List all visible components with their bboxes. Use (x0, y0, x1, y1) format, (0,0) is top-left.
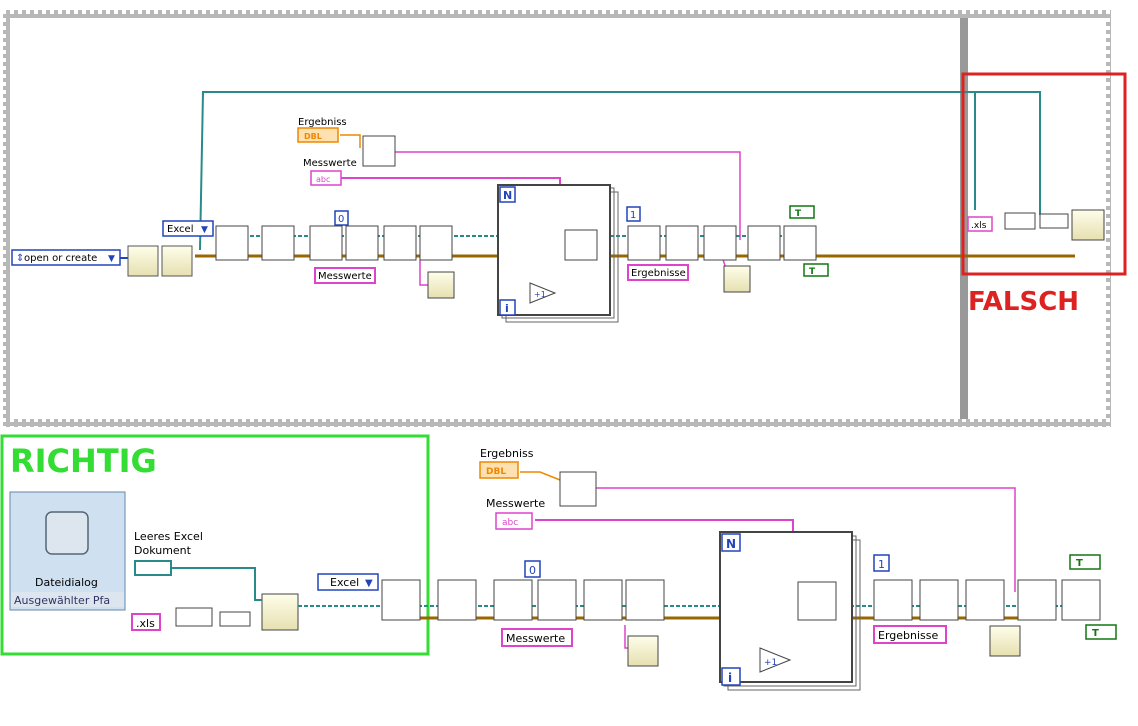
svg-text:0: 0 (338, 214, 344, 225)
true-const-bottom-2: T (1085, 624, 1117, 640)
const-one-bottom: 1 (873, 554, 890, 572)
svg-text:T: T (809, 267, 816, 277)
svg-text:abc: abc (502, 518, 518, 528)
svg-text:⇕: ⇕ (16, 253, 24, 264)
svg-text:0: 0 (529, 564, 536, 577)
excel-class-enum-bottom[interactable]: Excel ▼ (317, 573, 379, 591)
richtig-label: RICHTIG (10, 442, 157, 480)
ergebniss-control[interactable]: DBL (297, 127, 339, 143)
messwerte-label-bottom: Messwerte (486, 497, 545, 510)
format-number-node-bottom[interactable] (559, 471, 597, 507)
messwerte-wire-label: Messwerte (314, 267, 376, 284)
concat-node-bottom[interactable] (175, 607, 213, 627)
svg-text:+1: +1 (534, 290, 546, 299)
ergebnisse-wire-label: Ergebnisse (627, 264, 689, 281)
svg-text:T: T (795, 209, 802, 219)
svg-text:Ausgewählter Pfa: Ausgewählter Pfa (14, 594, 110, 607)
svg-text:Excel: Excel (330, 576, 359, 589)
svg-text:.xls: .xls (971, 221, 987, 231)
xls-const-top: .xls (967, 216, 993, 232)
svg-text:T: T (1092, 628, 1099, 639)
empty-excel-path-const[interactable] (134, 560, 172, 576)
svg-text:▼: ▼ (108, 254, 115, 264)
falsch-highlight (961, 72, 1127, 276)
falsch-label: FALSCH (968, 287, 1079, 317)
const-one-top: 1 (626, 206, 641, 222)
bottom-wires (171, 471, 1095, 649)
svg-text:N: N (503, 189, 512, 202)
for-loop-bottom: N i +1 (719, 531, 861, 691)
open-file-node[interactable] (1071, 209, 1105, 241)
svg-text:+1: +1 (764, 658, 777, 668)
svg-text:abc: abc (316, 175, 330, 184)
svg-text:Messwerte: Messwerte (318, 271, 372, 282)
build-array-node[interactable] (427, 271, 455, 299)
svg-text:Ergebnisse: Ergebnisse (878, 629, 939, 642)
svg-text:T: T (1076, 558, 1083, 569)
true-const-top-1: T (789, 205, 815, 219)
svg-text:N: N (726, 537, 736, 551)
svg-text:DBL: DBL (304, 132, 322, 141)
build-array-node-2[interactable] (723, 265, 751, 293)
xls-const-bottom: .xls (131, 613, 161, 631)
file-dialog-express-vi[interactable]: Dateidialog Ausgewählter Pfa (9, 491, 126, 611)
excel-class-enum[interactable]: Excel ▼ (162, 220, 214, 237)
richtig-highlight (0, 434, 430, 656)
bottom-vi-chain[interactable] (381, 579, 1101, 621)
concat-node[interactable] (1004, 212, 1036, 230)
new-file-node[interactable] (127, 245, 193, 277)
build-array-node-bottom-2[interactable] (989, 625, 1021, 657)
svg-text:1: 1 (878, 558, 885, 571)
svg-text:.xls: .xls (136, 617, 155, 630)
const-zero-top: 0 (334, 210, 349, 226)
format-number-node[interactable] (362, 135, 396, 167)
messwerte-control-bottom[interactable]: abc (495, 512, 533, 530)
for-loop-top: N i +1 (497, 184, 619, 323)
true-const-bottom-1: T (1069, 554, 1101, 570)
copy-file-node[interactable] (261, 593, 299, 631)
ergebniss-label: Ergebniss (298, 117, 347, 128)
excel-label: Excel (167, 224, 194, 235)
svg-text:Ergebnisse: Ergebnisse (631, 268, 686, 279)
ergebniss-control-bottom[interactable]: DBL (479, 461, 519, 479)
svg-text:DBL: DBL (486, 467, 506, 477)
file-op-label: open or create (24, 253, 97, 264)
true-const-top-2: T (803, 263, 829, 277)
svg-text:i: i (505, 302, 509, 315)
empty-excel-label-1: Leeres Excel (134, 530, 203, 543)
string-to-path-node[interactable] (1039, 213, 1069, 229)
build-array-node-bottom[interactable] (627, 635, 659, 667)
svg-text:1: 1 (630, 210, 636, 221)
svg-text:▼: ▼ (201, 225, 208, 235)
svg-text:i: i (728, 671, 732, 685)
svg-text:Messwerte: Messwerte (506, 632, 565, 645)
string-to-path-bottom[interactable] (219, 611, 251, 627)
ergebnisse-wire-label-bottom: Ergebnisse (873, 625, 947, 644)
messwerte-wire-label-bottom: Messwerte (501, 628, 573, 647)
empty-excel-label-2: Dokument (134, 544, 192, 557)
file-op-enum[interactable]: ⇕ open or create ▼ (11, 249, 121, 266)
svg-text:Dateidialog: Dateidialog (35, 576, 98, 589)
svg-text:▼: ▼ (365, 578, 373, 589)
messwerte-control[interactable]: abc (310, 170, 342, 186)
const-zero-bottom: 0 (524, 560, 541, 578)
ergebniss-label-bottom: Ergebniss (480, 447, 534, 460)
top-vi-chain[interactable] (215, 225, 817, 261)
messwerte-label: Messwerte (303, 158, 357, 169)
